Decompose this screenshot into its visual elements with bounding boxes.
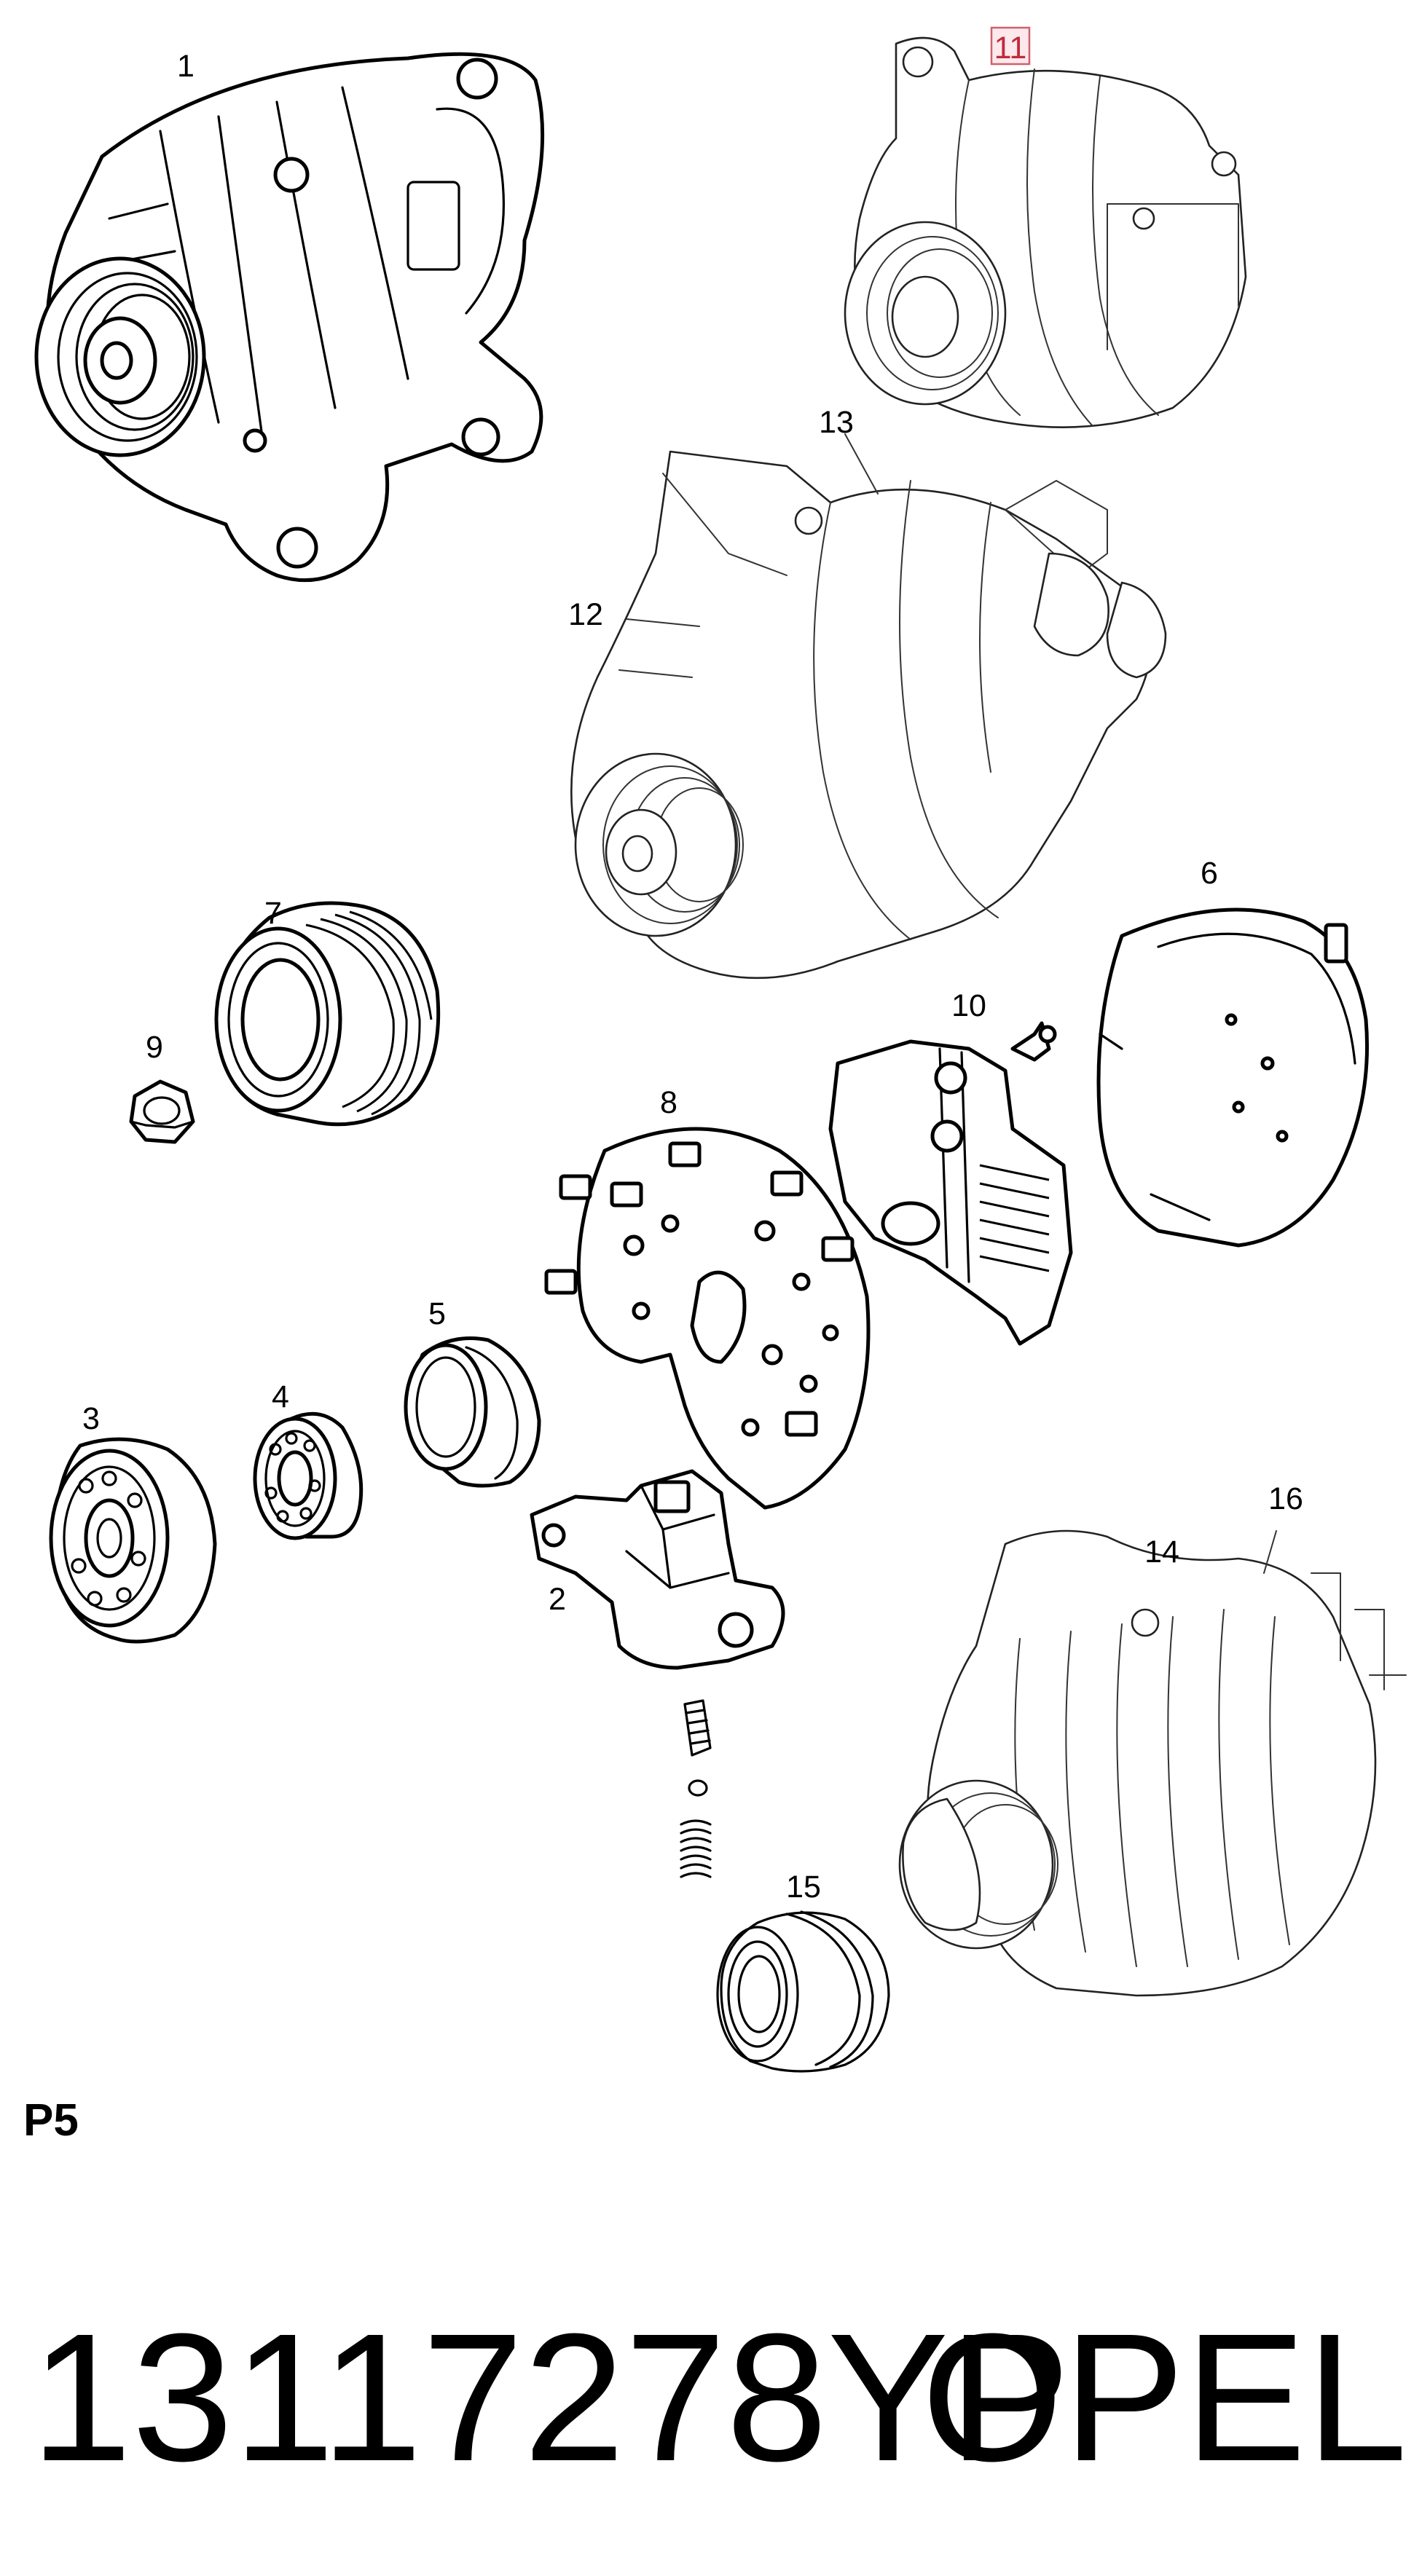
part-5-bearing-sleeve[interactable] [404,1336,541,1488]
part-14-alternator[interactable] [898,1529,1407,1997]
callout-9: 9 [146,1030,163,1065]
callout-13: 13 [819,405,854,440]
callout-16: 16 [1268,1481,1303,1516]
part-11-alternator[interactable] [844,36,1247,428]
callout-8: 8 [660,1085,677,1120]
part-3-ball-bearing[interactable] [49,1437,217,1644]
callout-6: 6 [1201,856,1218,891]
part-7-pulley[interactable] [214,901,441,1127]
leader-16 [1263,1530,1277,1574]
callout-1: 1 [177,49,195,84]
callout-11-highlighted: 11 [990,26,1031,66]
part-number: 13117278YP [31,2296,1070,2499]
callout-12: 12 [568,597,603,632]
callout-2: 2 [549,1582,566,1617]
part-10-regulator[interactable] [828,1021,1073,1346]
callout-7: 7 [264,896,282,931]
callout-4: 4 [272,1379,289,1414]
part-6-rear-cover[interactable] [1096,907,1369,1248]
part-9-nut[interactable] [129,1079,195,1144]
callout-15: 15 [786,1870,821,1905]
part-1-alternator[interactable] [34,52,545,583]
brush-spring-set[interactable] [680,1699,712,1878]
part-12-alternator[interactable] [570,450,1167,980]
part-2-brush-holder[interactable] [530,1469,785,1670]
part-15-pulley[interactable] [716,1910,890,2073]
page-tag: P5 [23,2095,79,2146]
callout-11: 11 [994,31,1027,66]
callout-5: 5 [428,1296,446,1331]
part-8-rectifier[interactable] [544,1127,871,1510]
leader-13 [844,433,879,495]
callout-14: 14 [1144,1535,1179,1569]
brand-name: OPEL [922,2296,1407,2499]
part-4-ball-bearing[interactable] [253,1411,364,1540]
callout-10: 10 [951,988,986,1023]
callout-3: 3 [82,1401,100,1436]
